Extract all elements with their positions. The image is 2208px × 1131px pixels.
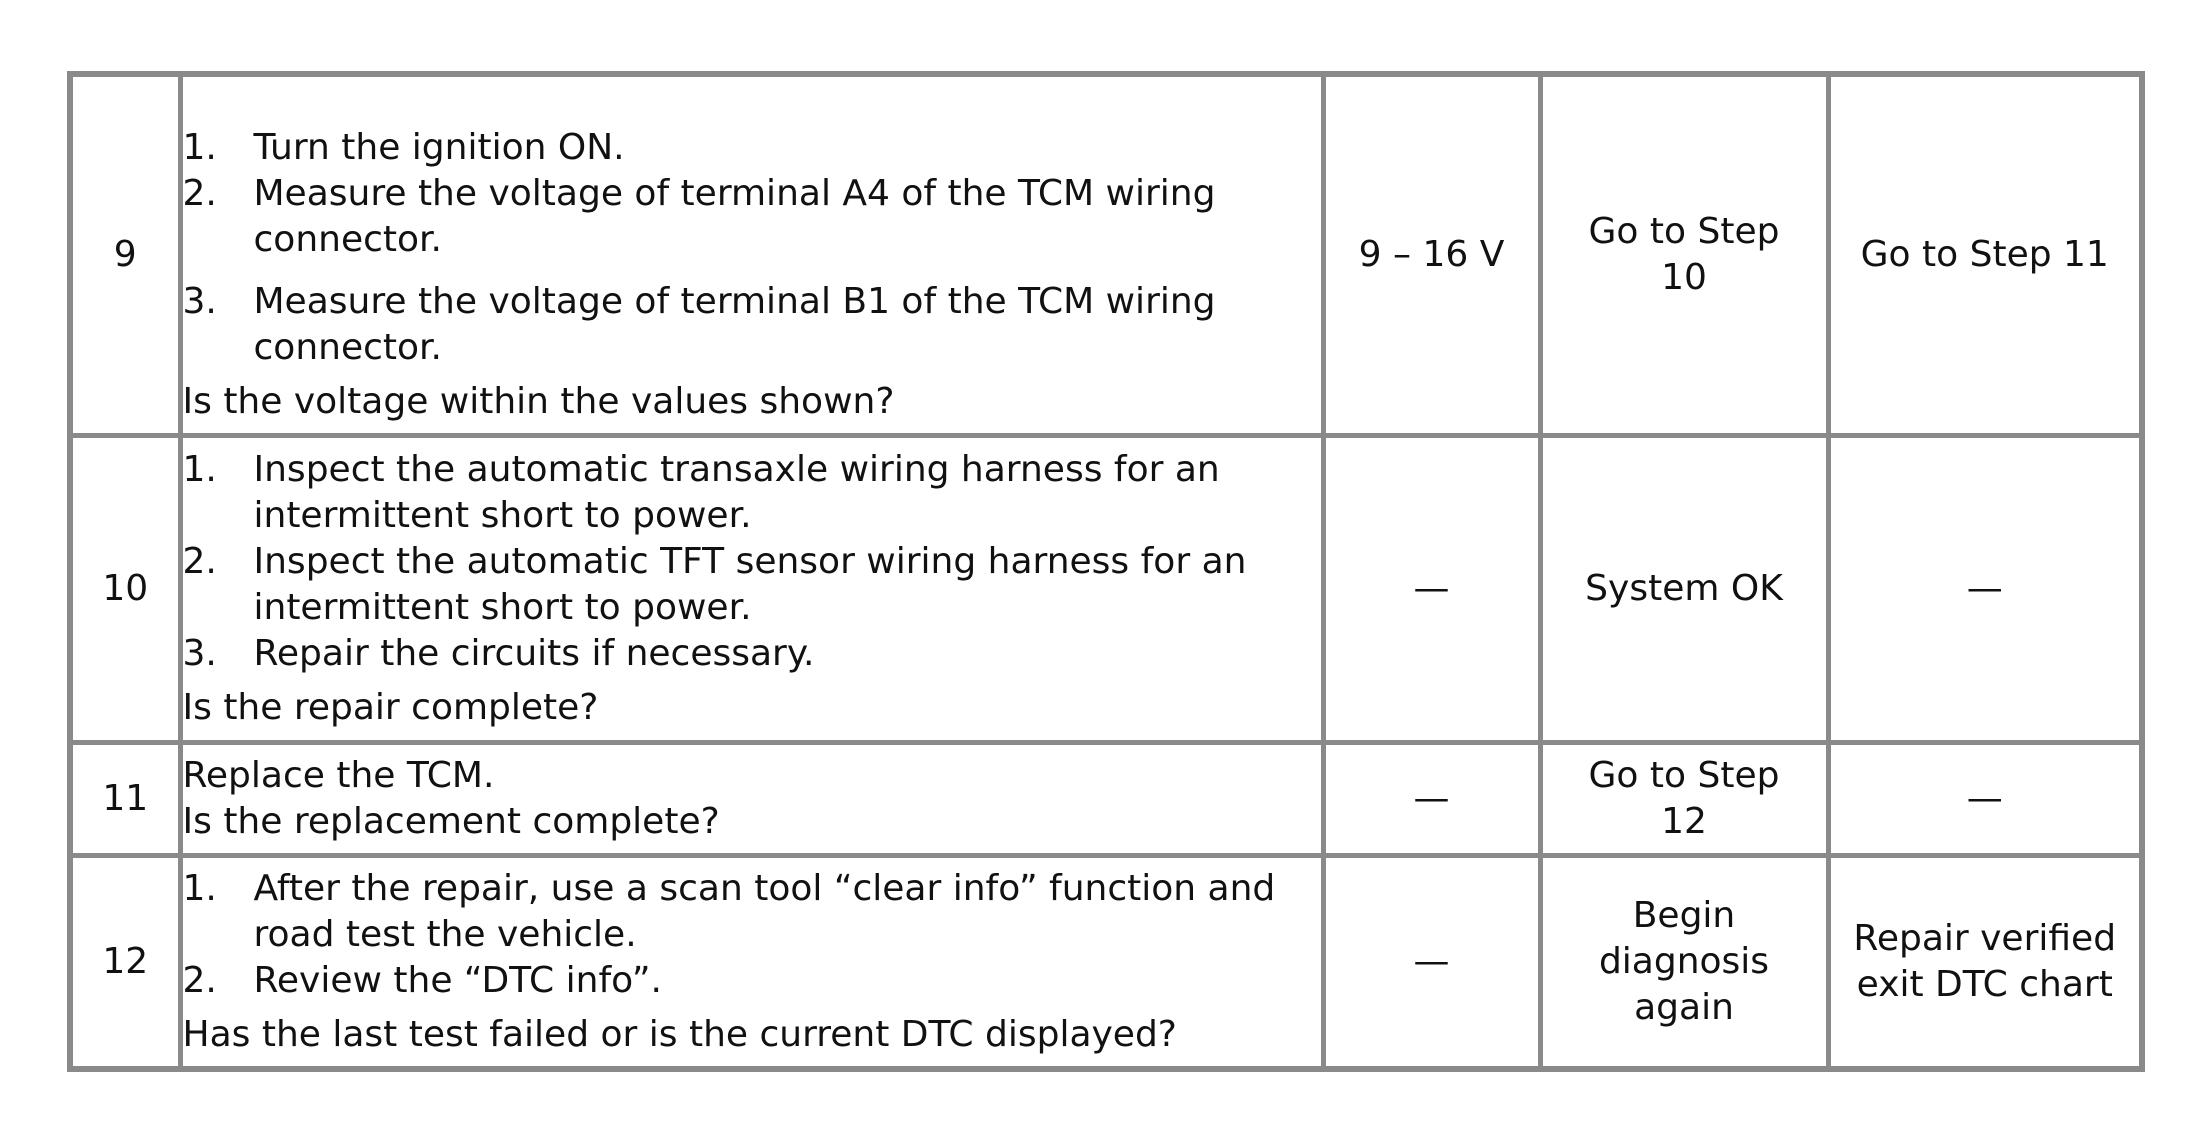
no-cell: Go to Step 11: [1825, 71, 2145, 438]
value-cell: —: [1320, 739, 1543, 858]
list-item: 3.Repair the circuits if necessary.: [182, 632, 815, 674]
list-item: 1.After the repair, use a scan tool “cle…: [182, 867, 1276, 955]
list-item: 2.Measure the voltage of terminal A4 of …: [182, 172, 1216, 260]
table-row: 10 1.Inspect the automatic transaxle wir…: [67, 432, 2145, 745]
yes-cell: Begin diagnosis again: [1537, 852, 1831, 1072]
action-text: Replace the TCM.: [182, 754, 495, 796]
value-cell: —: [1320, 852, 1543, 1072]
action-cell: 1.Turn the ignition ON. 2.Measure the vo…: [177, 71, 1326, 438]
diagnostic-table: 9 1.Turn the ignition ON. 2.Measure the …: [67, 71, 2145, 1072]
step-number: 10: [67, 432, 183, 745]
action-cell: 1.Inspect the automatic transaxle wiring…: [177, 432, 1326, 745]
yes-cell: System OK: [1537, 432, 1831, 745]
action-steps: 1.After the repair, use a scan tool “cle…: [183, 866, 1321, 1004]
list-item: 3.Measure the voltage of terminal B1 of …: [182, 280, 1216, 368]
action-steps: 1.Turn the ignition ON. 2.Measure the vo…: [183, 125, 1321, 371]
list-item: 1.Inspect the automatic transaxle wiring…: [182, 448, 1220, 536]
step-number: 11: [67, 739, 183, 858]
table-row: 9 1.Turn the ignition ON. 2.Measure the …: [67, 71, 2145, 438]
table-row: 11 Replace the TCM. Is the replacement c…: [67, 739, 2145, 858]
question-text: Is the replacement complete?: [182, 800, 720, 842]
action-cell: 1.After the repair, use a scan tool “cle…: [177, 852, 1326, 1072]
step-number: 12: [67, 852, 183, 1072]
question-text: Has the last test failed or is the curre…: [182, 1013, 1177, 1055]
no-cell: —: [1825, 739, 2145, 858]
action-steps: 1.Inspect the automatic transaxle wiring…: [183, 447, 1321, 677]
no-cell: —: [1825, 432, 2145, 745]
table-row: 12 1.After the repair, use a scan tool “…: [67, 852, 2145, 1072]
value-cell: —: [1320, 432, 1543, 745]
question-text: Is the repair complete?: [182, 686, 599, 728]
step-number: 9: [67, 71, 183, 438]
action-cell: Replace the TCM. Is the replacement comp…: [177, 739, 1326, 858]
list-item: 1.Turn the ignition ON.: [182, 126, 625, 168]
question-text: Is the voltage within the values shown?: [182, 380, 895, 422]
value-cell: 9 – 16 V: [1320, 71, 1543, 438]
list-item: 2.Inspect the automatic TFT sensor wirin…: [182, 540, 1247, 628]
yes-cell: Go to Step 12: [1537, 739, 1831, 858]
no-cell: Repair verified exit DTC chart: [1825, 852, 2145, 1072]
yes-cell: Go to Step 10: [1537, 71, 1831, 438]
list-item: 2.Review the “DTC info”.: [182, 959, 662, 1001]
